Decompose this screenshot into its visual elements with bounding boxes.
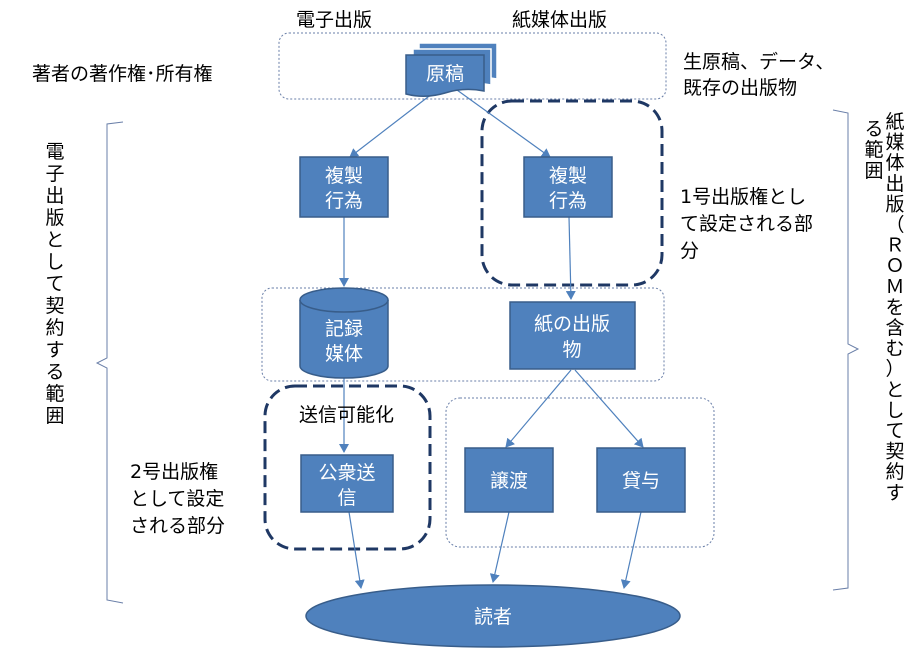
scope-char: 含 [885, 317, 904, 339]
scope-char: ） [885, 358, 904, 380]
scope-char: 契 [45, 295, 64, 317]
public-line1: 公衆送 [318, 462, 375, 484]
scope-char: 契 [885, 441, 904, 463]
scope-char: 範 [864, 139, 883, 161]
scope-char: し [45, 251, 64, 273]
right-2-region [263, 384, 432, 551]
scope-char: と [45, 229, 64, 251]
scope-char: 約 [885, 461, 904, 483]
scope-char: 子 [45, 163, 64, 185]
copy-right-line2: 行為 [549, 190, 587, 212]
scope-char: 範 [45, 383, 64, 405]
scope-char: を [885, 296, 904, 318]
transfer-node: 譲渡 [464, 447, 554, 513]
scope-char: 囲 [864, 160, 883, 182]
raw-material-line1: 生原稿、データ、 [683, 51, 834, 73]
arrow-manuscript-copy-right [456, 89, 551, 158]
scope-char: る [45, 361, 64, 383]
arrow-manuscript-copy-left [349, 89, 438, 158]
right-1-line3: 分 [680, 240, 699, 262]
arrow-lending-reader [620, 511, 642, 589]
right-2-line3: される部分 [130, 515, 225, 537]
copy-right-line1: 複製 [549, 165, 587, 187]
header-electronic: 電子出版 [296, 9, 372, 31]
scope-char: と [885, 379, 904, 401]
scope-char: 出 [885, 173, 904, 195]
arrow-copy-right-publication [565, 216, 576, 300]
transfer-label: 譲渡 [490, 470, 528, 492]
lending-label: 貸与 [622, 470, 660, 492]
scope-char: す [885, 482, 904, 504]
manuscript-node: 原稿 [405, 42, 498, 97]
copy-left-node: 複製 行為 [299, 156, 389, 218]
arrow-publication-lending [574, 369, 644, 448]
scope-char: む [885, 338, 904, 360]
copy-left-line2: 行為 [325, 190, 363, 212]
right-1-region [480, 99, 664, 287]
transmission-label: 送信可能化 [299, 404, 394, 426]
raw-material-line2: 既存の出版物 [683, 77, 797, 99]
media-line1: 記録 [325, 318, 363, 340]
arrow-transfer-reader [489, 511, 510, 583]
publication-node: 紙の出版 物 [509, 301, 636, 370]
right-1-line1: 1号出版権とし [680, 186, 806, 208]
scope-char: る [864, 118, 883, 140]
scope-char: Ｏ [885, 255, 904, 277]
scope-char: 版 [885, 193, 904, 215]
reader-node: 読者 [305, 584, 681, 648]
copy-right-node: 複製 行為 [523, 156, 613, 218]
media-line2: 媒体 [325, 343, 363, 365]
scope-char: す [45, 339, 64, 361]
manuscript-label: 原稿 [426, 63, 464, 85]
media-region [261, 287, 665, 382]
scope-char: （ [885, 214, 904, 236]
scope-char: て [885, 420, 904, 442]
right-2-line1: 2号出版権 [130, 461, 218, 483]
scope-char: て [45, 273, 64, 295]
scope-char: 体 [885, 152, 904, 174]
scope-char: Ｍ [885, 276, 904, 298]
arrow-public-reader [348, 511, 365, 589]
left-scope-brace [95, 121, 124, 604]
right-1-line2: て設定される部 [680, 213, 813, 235]
source-region [278, 32, 667, 100]
scope-char: 紙 [885, 111, 904, 133]
scope-char: 版 [45, 207, 64, 229]
scope-char: 電 [45, 141, 64, 163]
right-2-line2: として設定 [130, 488, 224, 510]
scope-char: 囲 [45, 405, 64, 427]
scope-char: 出 [45, 185, 64, 207]
public-line2: 信 [337, 487, 356, 509]
right-scope-brace [832, 109, 860, 591]
publication-line1: 紙の出版 [534, 313, 610, 335]
right-scope-label-col2: る範囲 [864, 118, 883, 182]
scope-char: 媒 [885, 132, 904, 154]
header-paper: 紙媒体出版 [512, 9, 607, 31]
distribution-region [445, 397, 715, 548]
author-rights-label: 著者の著作権･所有権 [32, 63, 213, 85]
arrow-publication-transfer [505, 369, 572, 448]
public-transmission-node: 公衆送 信 [300, 454, 394, 513]
scope-char: 約 [45, 317, 64, 339]
publication-line2: 物 [562, 339, 581, 361]
scope-char: し [885, 399, 904, 421]
scope-char: Ｒ [885, 235, 904, 257]
lending-node: 貸与 [596, 447, 686, 513]
media-node: 記録 媒体 [299, 287, 389, 379]
reader-label: 読者 [474, 606, 512, 628]
copy-left-line1: 複製 [325, 165, 363, 187]
